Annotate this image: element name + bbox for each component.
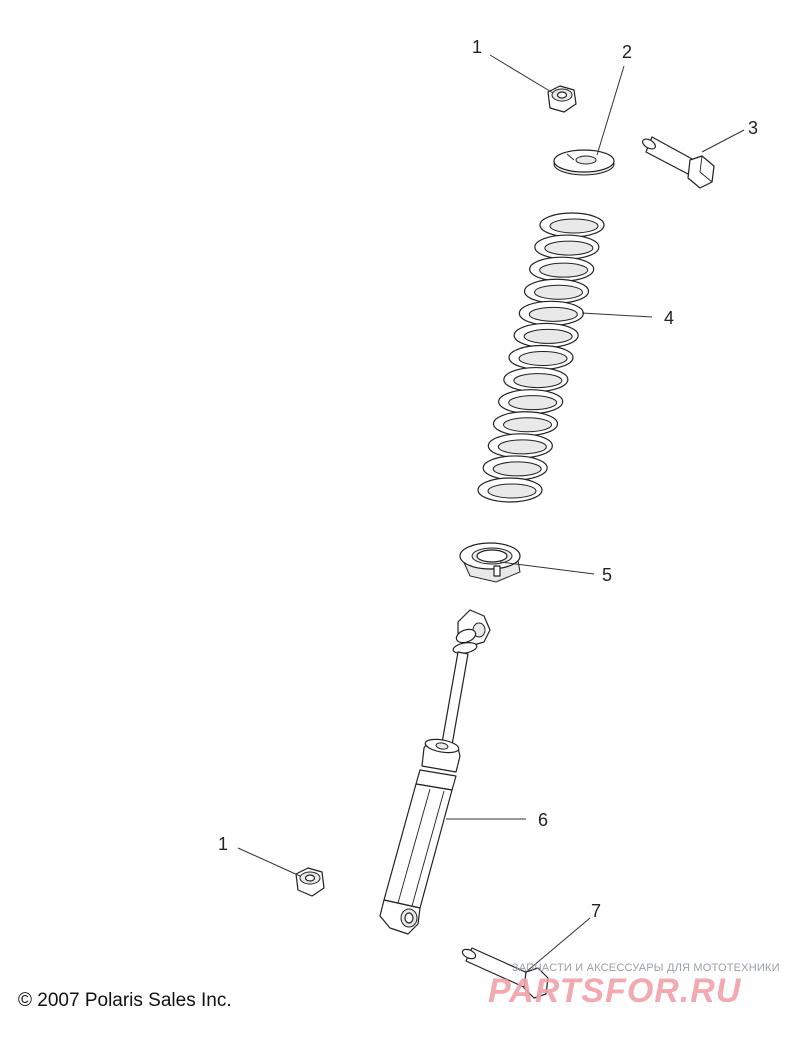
copyright-notice: © 2007 Polaris Sales Inc. [18,990,232,1011]
spring-coil-inner [528,306,578,322]
leader-line-1a [489,54,554,94]
callout-7: 7 [591,901,601,921]
spring-coil-inner [534,284,583,300]
callout-5: 5 [602,565,612,585]
spring-retainer-icon [459,542,521,583]
bolt-icon [461,947,549,999]
spring-coil-inner [549,218,599,234]
callout-4: 4 [664,308,674,328]
leader-line-1b [237,847,301,877]
callout-6: 6 [538,810,548,830]
leader-line-3 [701,129,745,153]
bolt-icon [642,136,715,189]
shock-absorber-icon [379,609,491,935]
leader-line-2 [596,65,625,156]
spring-coil-inner [492,461,542,477]
spring-coil-inner [518,351,568,366]
callout-3: 3 [748,118,758,138]
spring-coil-inner [508,395,558,411]
nut-icon [547,85,577,113]
spring-coil-inner [487,483,537,499]
callout-1b: 1 [218,834,228,854]
watermark-logo: PARTSFOR.RU [488,972,742,1010]
leader-line-4 [581,312,653,318]
spring-coil-inner [497,439,547,455]
spring-coil-inner [513,373,563,389]
spring-coil-inner [523,328,573,344]
nut-icon [295,867,325,897]
spring-coil-inner [544,240,594,256]
leader-line-7 [525,917,591,973]
watermark-tagline: ЗАПЧАСТИ И АКСЕССУАРЫ ДЛЯ МОТОТЕХНИКИ [512,962,780,974]
leader-line-5 [499,561,595,575]
callout-1a: 1 [472,37,482,57]
spring-coil-inner [503,417,552,433]
coil-spring-icon [477,212,605,503]
washer-icon [553,149,615,176]
spring-coil-inner [539,262,589,278]
callout-2: 2 [622,42,632,62]
